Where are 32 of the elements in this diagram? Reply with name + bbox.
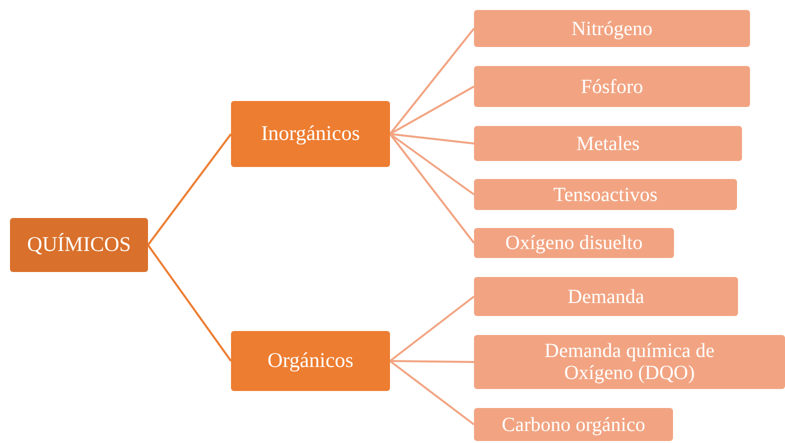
connector-line [390, 86, 474, 135]
connector-line [389, 360, 475, 426]
item-box [474, 126, 742, 161]
item-box [474, 10, 750, 47]
node-label: QUÍMICOS [27, 233, 131, 257]
item-box [474, 277, 738, 316]
node-label: Carbono orgánico [502, 414, 646, 436]
item-box [474, 179, 737, 210]
connector-line [147, 133, 232, 246]
connector-line [147, 244, 232, 362]
item-box [474, 228, 674, 258]
node-label: Orgánicos [268, 349, 354, 373]
connector-line [389, 133, 475, 244]
connector-line [389, 28, 475, 135]
category-box [231, 101, 390, 167]
node-label: Inorgánicos [261, 122, 360, 146]
node-label: Demanda química de Oxígeno (DQO) [544, 340, 716, 384]
node-label: Metales [576, 132, 640, 154]
item-box [474, 66, 750, 107]
node-label: Tensoactivos [553, 184, 658, 206]
connector-line [389, 296, 475, 362]
node-label: Demanda [568, 286, 644, 308]
node-label: Oxígeno disuelto [505, 232, 643, 254]
connector-line [390, 133, 474, 144]
category-box [231, 331, 390, 391]
root-box [10, 218, 148, 272]
connector-line [390, 360, 474, 363]
connector-line [389, 133, 475, 196]
node-label: Fósforo [580, 76, 644, 98]
item-box [474, 408, 673, 441]
item-box [474, 335, 785, 389]
node-label: Nitrógeno [571, 18, 653, 40]
